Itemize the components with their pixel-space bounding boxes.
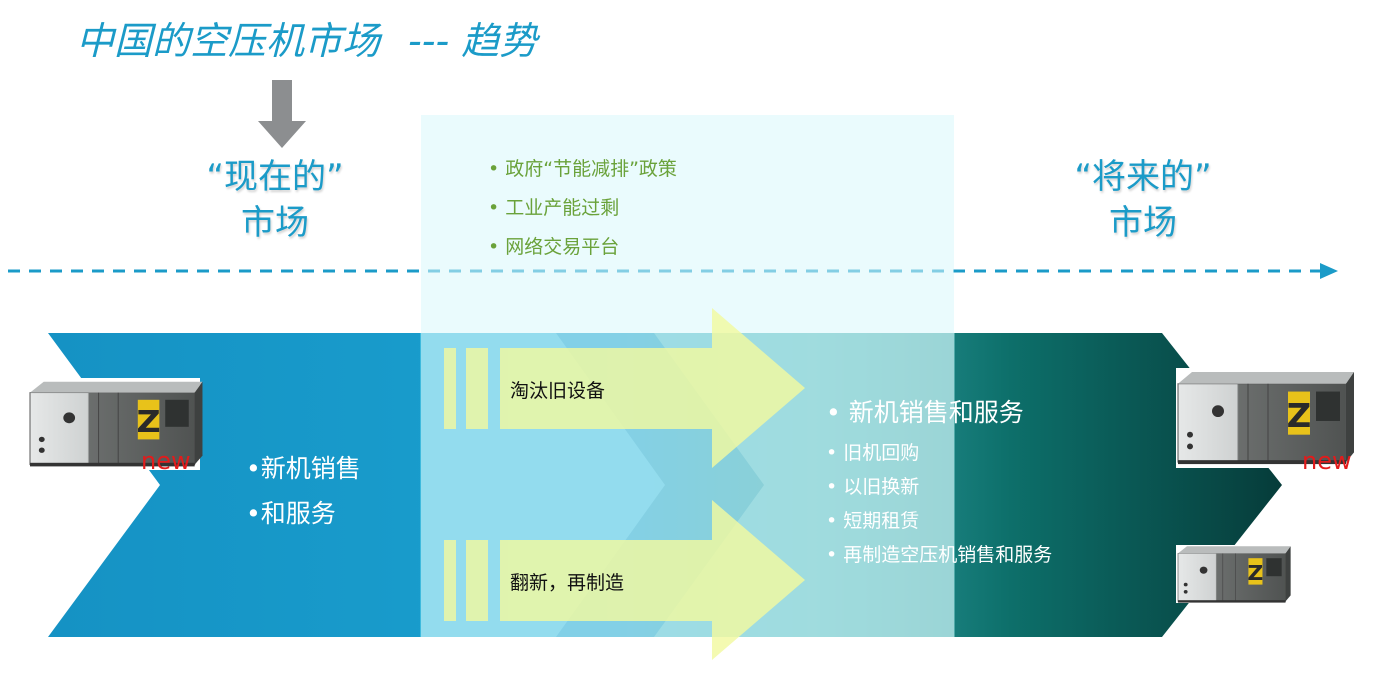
lower-arrow-label: 翻新，再制造 [510, 572, 625, 594]
compressor-image-left [28, 378, 203, 470]
driver-item: • 工业产能过剩 [488, 197, 620, 219]
current-market-line2: 市场 [241, 203, 309, 243]
future-service-item: • 短期租赁 [826, 510, 920, 532]
driver-item: • 网络交易平台 [488, 236, 620, 258]
future-market-line1: “将来的” [1074, 157, 1212, 197]
upper-arrow [444, 308, 805, 468]
title-suffix: --- 趋势 [408, 19, 538, 63]
future-service-item: • 以旧换新 [826, 476, 920, 498]
future-service-main: • 新机销售和服务 [826, 398, 1024, 427]
slide-title: 中国的空压机市场 --- 趋势 [76, 10, 537, 65]
future-market-label: “将来的” 市场 [1058, 154, 1228, 246]
current-offering: •新机销售 •和服务 [246, 446, 361, 536]
future-market-line2: 市场 [1109, 203, 1177, 243]
down-arrow-icon [258, 80, 306, 148]
current-market-label: “现在的” 市场 [190, 154, 360, 246]
new-badge-left: new [141, 447, 191, 475]
future-service-item: • 再制造空压机销售和服务 [826, 544, 1053, 566]
new-badge-right: new [1302, 447, 1352, 475]
future-service-item: • 旧机回购 [826, 442, 920, 464]
future-services: • 新机销售和服务 • 旧机回购 • 以旧换新 • 短期租赁 • 再制造空压机销… [826, 393, 1052, 574]
timeline-arrowhead-icon [1320, 263, 1338, 279]
current-offering-line: •和服务 [246, 499, 336, 528]
compressor-image-right-top [1176, 368, 1360, 468]
title-main: 中国的空压机市场 [76, 19, 381, 63]
lower-arrow [444, 500, 805, 660]
current-market-line1: “现在的” [206, 157, 344, 197]
current-offering-line: •新机销售 [246, 454, 361, 483]
drivers-list: • 政府“节能减排”政策 • 工业产能过剩 • 网络交易平台 [488, 156, 677, 273]
driver-item: • 政府“节能减排”政策 [488, 158, 677, 180]
upper-arrow-label: 淘汰旧设备 [510, 380, 606, 402]
compressor-image-right-bottom [1176, 545, 1291, 603]
